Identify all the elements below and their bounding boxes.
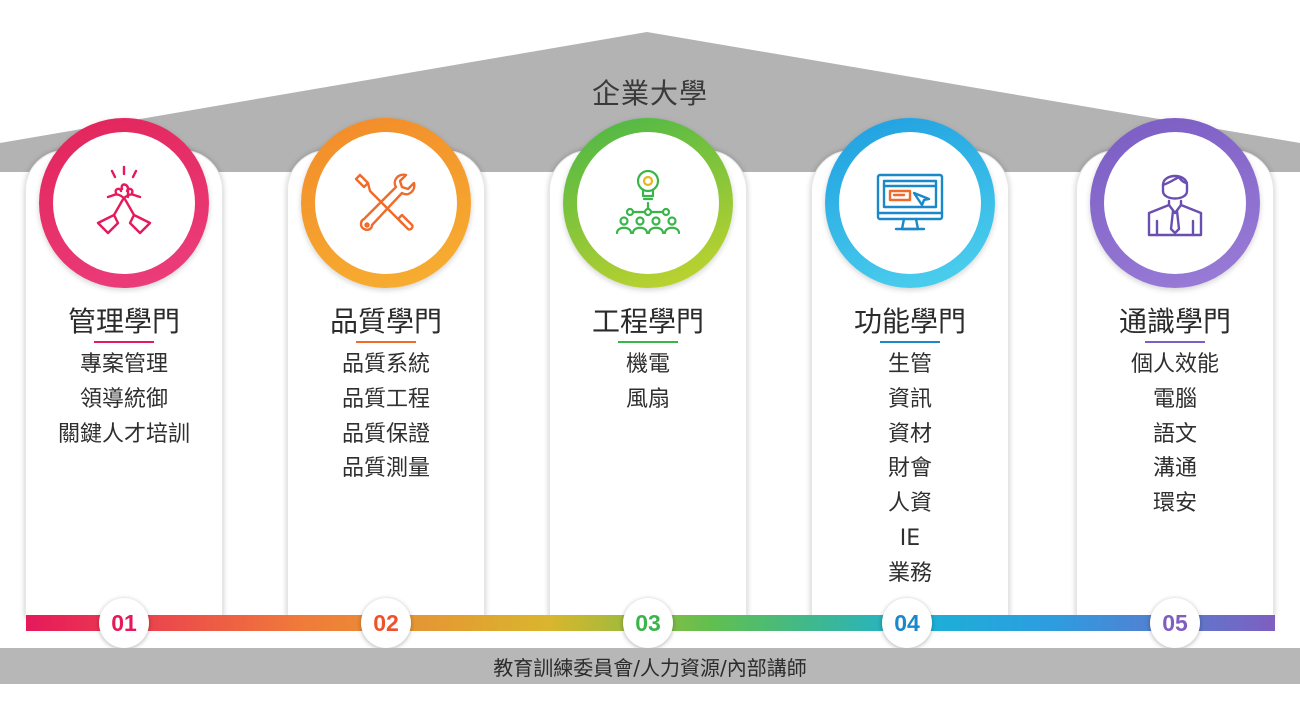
pillar-title: 工程學門: [591, 305, 704, 338]
list-item: 語文: [1152, 421, 1197, 447]
handshake-icon: [96, 165, 152, 235]
foundation-label: 教育訓練委員會/人力資源/內部講師: [493, 655, 807, 680]
step-badge-05: 05: [1150, 598, 1200, 648]
pillar-divider: [94, 341, 154, 343]
pillar-title: 品質學門: [329, 305, 442, 338]
computer-monitor-icon: [876, 173, 944, 231]
pillar-title: 管理學門: [67, 305, 180, 338]
pillar-title: 功能學門: [853, 305, 966, 338]
pillar-item-list: 個人效能 電腦 語文 溝通 環安: [1076, 348, 1274, 522]
list-item: 溝通: [1152, 456, 1197, 482]
pillar-divider: [880, 341, 940, 343]
list-item: IE: [899, 525, 921, 551]
list-item: 關鍵人才培訓: [57, 421, 190, 447]
list-item: 品質測量: [341, 456, 430, 482]
list-item: 財會: [887, 456, 932, 482]
ring-quality: [301, 118, 471, 288]
list-item: 風扇: [625, 386, 670, 412]
ring-function: [825, 118, 995, 288]
pillar-title: 通識學門: [1118, 305, 1231, 338]
foundation-bar: 教育訓練委員會/人力資源/內部講師: [0, 648, 1300, 684]
list-item: 業務: [887, 560, 932, 586]
list-item: 人資: [887, 491, 932, 517]
list-item: 品質系統: [341, 352, 430, 377]
pillar-divider: [618, 341, 678, 343]
list-item: 資訊: [887, 386, 932, 412]
list-item: 電腦: [1152, 386, 1197, 412]
list-item: 資材: [887, 421, 932, 447]
list-item: 領導統御: [79, 386, 168, 412]
roof-title: 企業大學: [591, 77, 708, 110]
ring-engineering: [563, 118, 733, 288]
step-badge-02: 02: [361, 598, 411, 648]
pillar-item-list: 機電 風扇: [549, 348, 747, 418]
pillar-divider: [356, 341, 416, 343]
pillar-divider: [1145, 341, 1205, 343]
pillar-item-list: 專案管理 領導統御 關鍵人才培訓: [25, 348, 223, 452]
list-item: 生管: [887, 352, 932, 377]
list-item: 個人效能: [1130, 352, 1219, 377]
list-item: 機電: [625, 352, 670, 377]
list-item: 品質工程: [341, 386, 430, 412]
step-badge-04: 04: [882, 598, 932, 648]
businessman-icon: [1147, 174, 1203, 237]
list-item: 環安: [1152, 491, 1197, 517]
tools-icon: [354, 173, 416, 231]
ring-management: [39, 118, 209, 288]
pillar-item-list: 品質系統 品質工程 品質保證 品質測量: [287, 348, 485, 487]
step-badge-01: 01: [99, 598, 149, 648]
list-item: 品質保證: [341, 421, 430, 447]
step-badge-03: 03: [623, 598, 673, 648]
ring-general: [1090, 118, 1260, 288]
idea-network-icon: [615, 169, 681, 235]
list-item: 專案管理: [79, 352, 168, 377]
roof: [0, 32, 1300, 172]
pillar-item-list: 生管 資訊 資材 財會 人資 IE 業務: [811, 348, 1009, 592]
